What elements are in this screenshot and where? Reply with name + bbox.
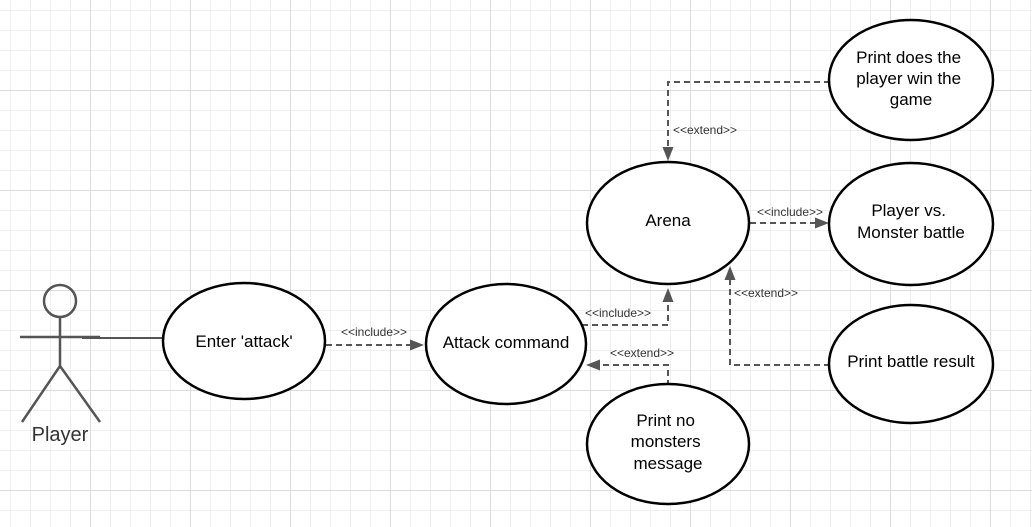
use-case-label: Attack command: [443, 333, 570, 352]
actor-label: Player: [32, 424, 89, 446]
relation-label-include-3: <<include>>: [757, 205, 823, 219]
use-case-label: Print battle result: [847, 352, 975, 371]
actor-head: [42, 283, 78, 319]
arrowhead-icon: [586, 359, 600, 371]
use-case-print-battle-result[interactable]: Print battle result: [827, 303, 995, 425]
relation-label-extend-3: <<extend>>: [610, 346, 674, 360]
use-case-print-no-monsters[interactable]: Print no monsters message: [585, 382, 751, 506]
relation-label-extend-2: <<extend>>: [734, 286, 798, 300]
use-case-label: Arena: [645, 211, 691, 230]
connector-result-to-arena: <<extend>>: [724, 266, 830, 366]
arrowhead-icon: [410, 339, 424, 351]
arrowhead-icon: [662, 147, 674, 161]
relation-label-extend-1: <<extend>>: [673, 123, 737, 137]
actor-left-leg: [20, 365, 62, 423]
use-case-label: Enter 'attack': [195, 332, 292, 351]
connector-enter-to-attack: <<include>>: [326, 325, 424, 351]
actor-player[interactable]: Player: [20, 283, 102, 446]
use-case-attack-command[interactable]: Attack command: [424, 282, 588, 406]
arrowhead-icon: [815, 217, 829, 229]
relation-label-include-1: <<include>>: [341, 325, 407, 339]
connector-nomonsters-to-attack: <<extend>>: [586, 346, 674, 386]
connector-attack-to-arena: <<include>>: [582, 288, 674, 326]
actor-right-leg: [58, 365, 102, 423]
use-case-label: Print no monsters message: [631, 411, 706, 473]
connector-arena-to-battle: <<include>>: [750, 205, 829, 229]
arrowhead-icon: [724, 266, 736, 280]
connector-win-to-arena: <<extend>>: [662, 81, 830, 161]
use-case-enter-attack[interactable]: Enter 'attack': [161, 281, 327, 401]
arrowhead-icon: [662, 288, 674, 302]
use-case-label: Player vs. Monster battle: [857, 201, 965, 242]
use-case-player-vs-monster[interactable]: Player vs. Monster battle: [827, 161, 995, 287]
use-case-label: Print does the player win the game: [856, 48, 966, 109]
use-case-print-win[interactable]: Print does the player win the game: [827, 18, 995, 142]
use-case-arena[interactable]: Arena: [585, 160, 751, 286]
relation-label-include-2: <<include>>: [585, 306, 651, 320]
